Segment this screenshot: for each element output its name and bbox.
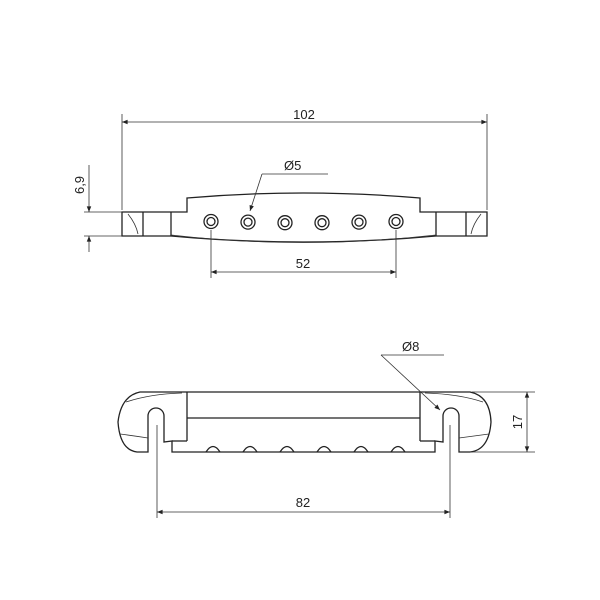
string-hole	[388, 213, 404, 230]
thickness-label: 6,9	[72, 176, 87, 194]
dimension-slot-diameter: Ø8	[380, 339, 444, 411]
bottom-view: Ø8 17 82	[117, 339, 535, 518]
dimension-hole-diameter: Ø5	[249, 158, 328, 212]
slot-diameter-label: Ø8	[402, 339, 419, 354]
string-hole	[277, 215, 293, 231]
string-hole-outlets	[205, 445, 406, 453]
string-hole-outlet	[353, 445, 369, 453]
hole-spacing-label: 52	[296, 256, 310, 271]
dimension-depth: 17	[470, 391, 535, 453]
top-view: 102 Ø5 52 6,9	[72, 107, 488, 278]
dimension-hole-spacing: 52	[210, 230, 397, 278]
string-hole	[240, 214, 256, 230]
dimension-thickness: 6,9	[72, 165, 122, 252]
tailpiece-body-top	[121, 192, 488, 243]
dimension-overall-width: 102	[121, 107, 488, 210]
string-hole-outlet	[242, 445, 258, 453]
stud-spacing-label: 82	[296, 495, 310, 510]
overall-width-label: 102	[293, 107, 315, 122]
string-hole-outlet	[205, 445, 221, 453]
string-hole-outlet	[316, 445, 332, 453]
depth-label: 17	[510, 415, 525, 429]
string-holes	[203, 213, 404, 231]
hole-diameter-label: Ø5	[284, 158, 301, 173]
string-hole-outlet	[390, 445, 406, 453]
string-hole-outlet	[279, 445, 295, 453]
string-hole	[314, 215, 330, 231]
string-hole	[203, 213, 219, 230]
tailpiece-body-bottom	[117, 391, 492, 453]
dimension-stud-spacing: 82	[156, 425, 451, 518]
string-hole	[351, 214, 367, 230]
